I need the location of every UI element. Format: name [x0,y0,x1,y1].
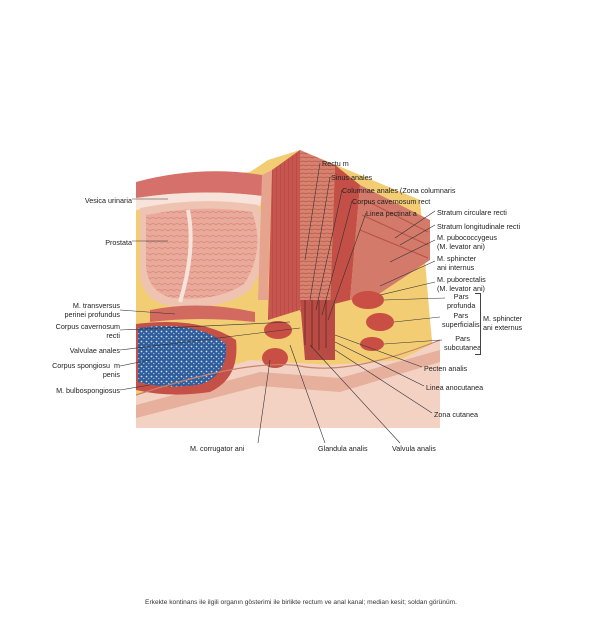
label-columnae: Columnae anales (Zona columnaris [342,186,456,195]
label-prostata: Prostata [105,238,132,247]
label-linea-ano: Linea anocutanea [426,383,484,392]
left-sphincter-upper [264,321,292,339]
label-valvulae: Valvulae anales [69,346,120,355]
label-corrugator: M. corrugator ani [190,444,245,453]
sphincter-bracket [475,293,481,355]
label-sphincter-int: M. sphincter ani internus [437,254,477,272]
label-pars-sub: Pars subcutanea [444,334,482,352]
rectal-mucosa [300,150,335,312]
prostate-gland [146,208,258,299]
label-pecten: Pecten analis [424,364,468,373]
bladder-wall [136,171,262,198]
label-transversus: M. transversus perinei profundus [64,301,120,319]
sphincter-pars-superficialis [366,313,394,331]
label-sphincter-ext: M. sphincter ani externus [483,314,523,332]
label-corpus-spong: Corpus spongiosu m penis [52,361,120,379]
label-zona-cut: Zona cutanea [434,410,478,419]
anal-columns [304,300,327,350]
sphincter-pars-profunda [352,291,384,309]
rectoprostatic-fascia [258,170,272,300]
label-pubococc: M. pubococcygeus (M. levator ani) [437,233,497,251]
dermis-band [136,350,440,418]
urethra [178,209,193,303]
label-puborect: M. puborectalis (M. levator ani) [437,275,486,293]
label-glandula: Glandula analis [318,444,368,453]
label-linea-pectinata: Linea pectinat a [366,209,417,218]
label-corpus-cav-recti: Corpus cavernosum recti [55,322,120,340]
transversus-perinei [150,305,255,322]
figure-caption: Erkekte kontinans ile ilgili organın gös… [145,599,457,606]
label-corpus-cav-rect: Corpus cavernosum rect [352,197,431,206]
label-vesica: Vesica urinaria [84,196,132,205]
label-rectum: Rectu m [322,159,349,168]
label-stratum-circ: Stratum circulare recti [437,208,507,217]
sphincter-pars-subcutanea [360,337,384,351]
label-stratum-long: Stratum longitudinale recti [437,222,521,231]
label-pars-sup: Pars superficialis [442,311,480,329]
label-sinus: Sinus anales [331,173,373,182]
label-valvula: Valvula analis [392,444,436,453]
label-bulbospong: M. bulbospongiosus [56,386,120,395]
label-pars-prof: Pars profunda [447,292,476,310]
